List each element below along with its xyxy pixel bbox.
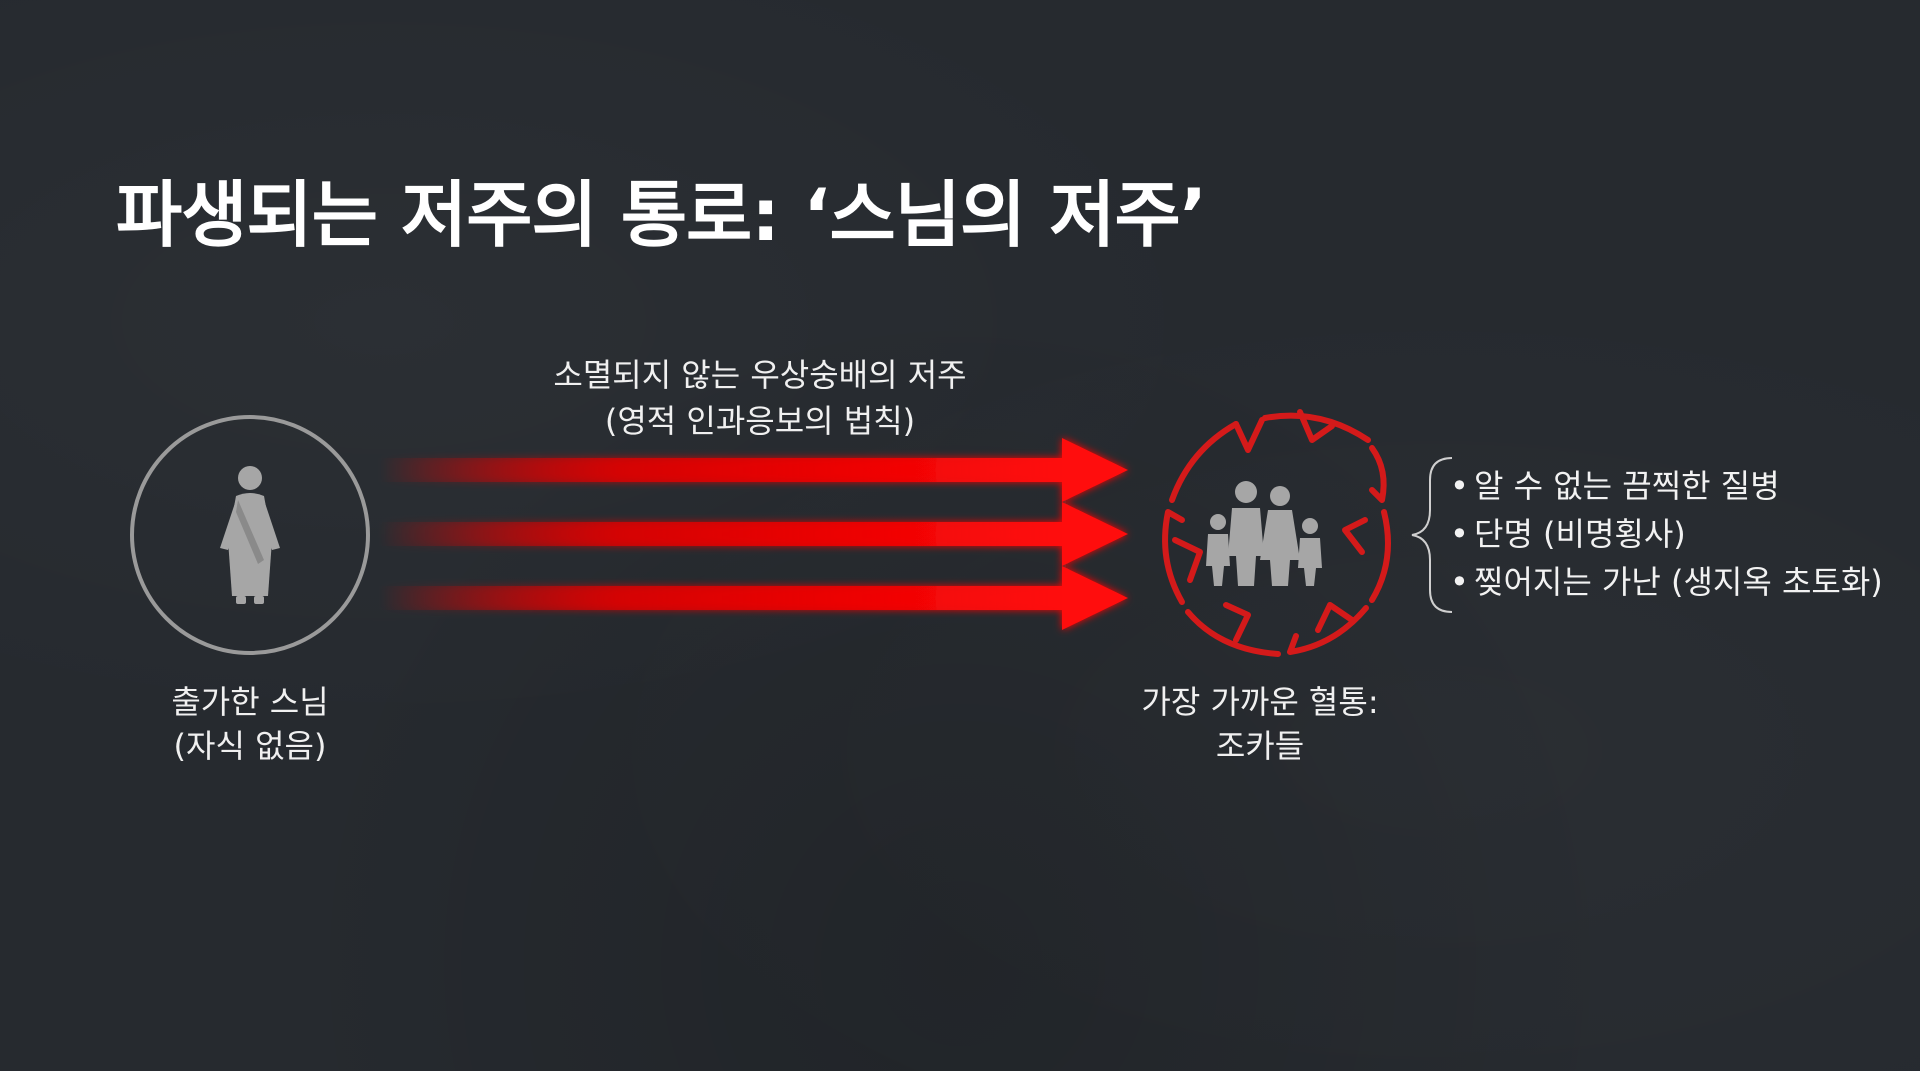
curse-arrows (380, 438, 1128, 630)
flow-label-line1: 소멸되지 않는 우상숭배의 저주 (553, 356, 967, 394)
flow-label-line2: (영적 인과응보의 법칙) (604, 402, 916, 440)
monk-label: 출가한 스님 (자식 없음) (100, 680, 400, 768)
effects-brace (1411, 457, 1453, 613)
broken-ring (1162, 409, 1391, 657)
curse-arrow-1 (380, 438, 1128, 502)
monk-label-line2: (자식 없음) (173, 727, 327, 765)
monk-label-line1: 출가한 스님 (171, 683, 329, 721)
effect-item: 단명 (비명횡사) (1450, 510, 1883, 558)
family-label-line2: 조카들 (1215, 727, 1305, 765)
family-label-line1: 가장 가까운 혈통: (1141, 683, 1379, 721)
family-icon (1206, 481, 1322, 586)
effects-list: 알 수 없는 끔찍한 질병 단명 (비명횡사) 찢어지는 가난 (생지옥 초토화… (1450, 462, 1883, 606)
monk-circle (130, 415, 370, 655)
flow-label: 소멸되지 않는 우상숭배의 저주 (영적 인과응보의 법칙) (500, 352, 1020, 444)
curse-arrow-3 (380, 566, 1128, 630)
family-label: 가장 가까운 혈통: 조카들 (1110, 680, 1410, 768)
curse-arrow-2 (380, 502, 1128, 566)
slide-title: 파생되는 저주의 통로: ‘스님의 저주’ (116, 173, 1207, 258)
family-node (1162, 409, 1391, 657)
effect-item: 찢어지는 가난 (생지옥 초토화) (1450, 558, 1883, 606)
monk-icon (220, 466, 280, 604)
effect-item: 알 수 없는 끔찍한 질병 (1450, 462, 1883, 510)
monk-node (130, 415, 370, 655)
